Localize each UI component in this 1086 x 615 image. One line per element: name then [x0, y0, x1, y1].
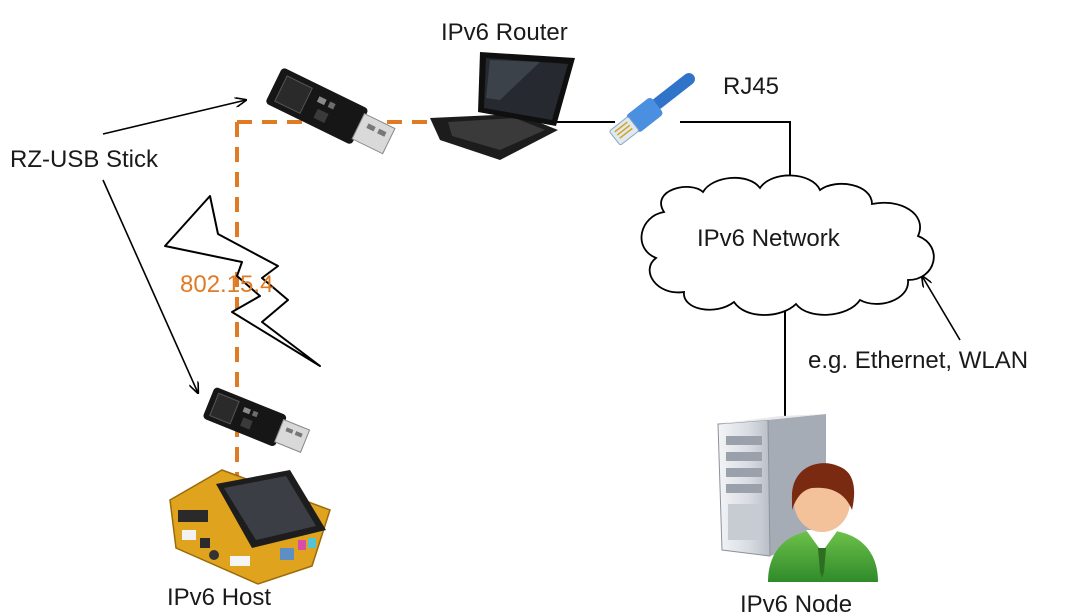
annotation-arrows	[102, 100, 961, 393]
laptop-icon	[430, 52, 575, 160]
host-label: IPv6 Host	[167, 584, 271, 611]
user-hair	[791, 463, 855, 510]
rj45-boot	[626, 98, 663, 132]
rj45-to-network-line	[680, 121, 791, 188]
laptop-keyboard	[448, 118, 545, 150]
usb-stick-body	[266, 68, 368, 144]
user-collar	[806, 530, 838, 552]
usb-stick-icon	[203, 387, 311, 453]
radio-label: 802.15.4	[180, 271, 273, 298]
router-label: IPv6 Router	[441, 19, 568, 46]
usb-stick-label: RZ-USB Stick	[10, 146, 159, 173]
dev-board-icon	[169, 469, 331, 585]
wired-links	[555, 121, 791, 418]
link-types-label: e.g. Ethernet, WLAN	[808, 347, 1028, 374]
user-tie	[818, 548, 826, 578]
network-label: IPv6 Network	[697, 225, 841, 252]
usb-stick-connector	[351, 112, 396, 155]
arrow-to-network	[922, 276, 961, 341]
rj45-plug	[609, 116, 639, 146]
rj45-cable	[651, 73, 695, 110]
board-display	[224, 476, 316, 540]
usb-stick-icon	[266, 68, 396, 155]
arrow-to-bottom-stick	[102, 179, 198, 393]
rj45-label: RJ45	[723, 73, 779, 100]
server-top	[718, 414, 826, 424]
node-label: IPv6 Node	[740, 591, 852, 615]
user-icon	[768, 463, 878, 582]
radio-link	[235, 120, 430, 480]
cloud-icon	[640, 174, 935, 316]
laptop-screen-glare	[486, 60, 540, 100]
lightning-icon	[164, 195, 321, 367]
rj45-cable-icon	[609, 73, 695, 146]
arrow-to-top-stick	[102, 100, 246, 135]
usb-stick-connector	[273, 418, 311, 453]
